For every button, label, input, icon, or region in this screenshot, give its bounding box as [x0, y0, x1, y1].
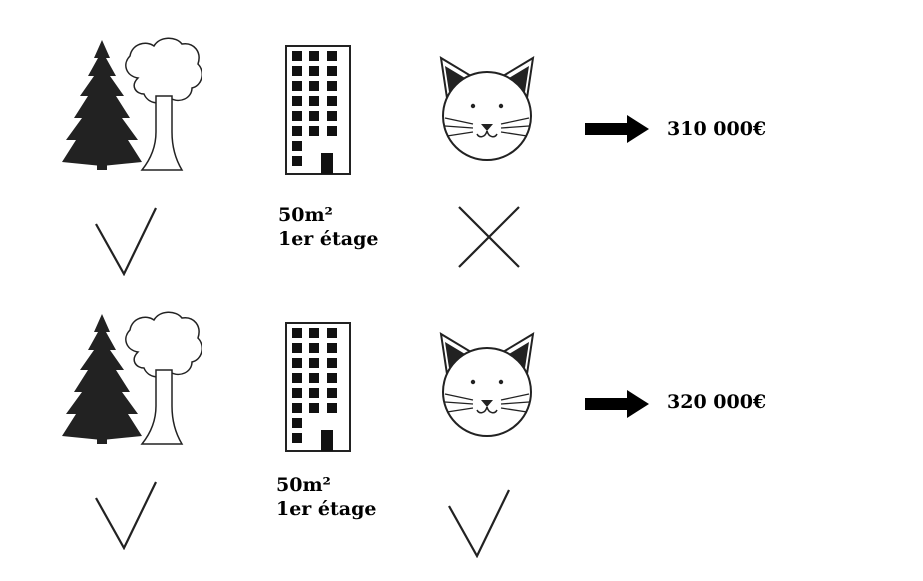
check-mark-icon — [94, 206, 158, 276]
floor-label: 1er étage — [276, 498, 377, 520]
price-label: 310 000€ — [667, 118, 767, 140]
cat-icon — [437, 54, 537, 164]
floor-label: 1er étage — [278, 228, 379, 250]
arrow-right-icon — [585, 390, 649, 418]
check-mark-icon — [94, 480, 158, 550]
apartment-details: 50m² 1er étage — [276, 473, 376, 521]
trees-icon — [42, 36, 202, 176]
area-label: 50m² — [278, 204, 333, 226]
check-mark-icon — [447, 488, 511, 558]
area-label: 50m² — [276, 474, 331, 496]
trees-icon — [42, 310, 202, 450]
apartment-building-icon — [285, 320, 351, 454]
price-label: 320 000€ — [667, 391, 767, 413]
cross-mark-icon — [457, 205, 521, 269]
apartment-building-icon — [285, 45, 351, 175]
arrow-right-icon — [585, 115, 649, 143]
cat-icon — [437, 330, 537, 440]
apartment-details: 50m² 1er étage — [278, 203, 378, 251]
